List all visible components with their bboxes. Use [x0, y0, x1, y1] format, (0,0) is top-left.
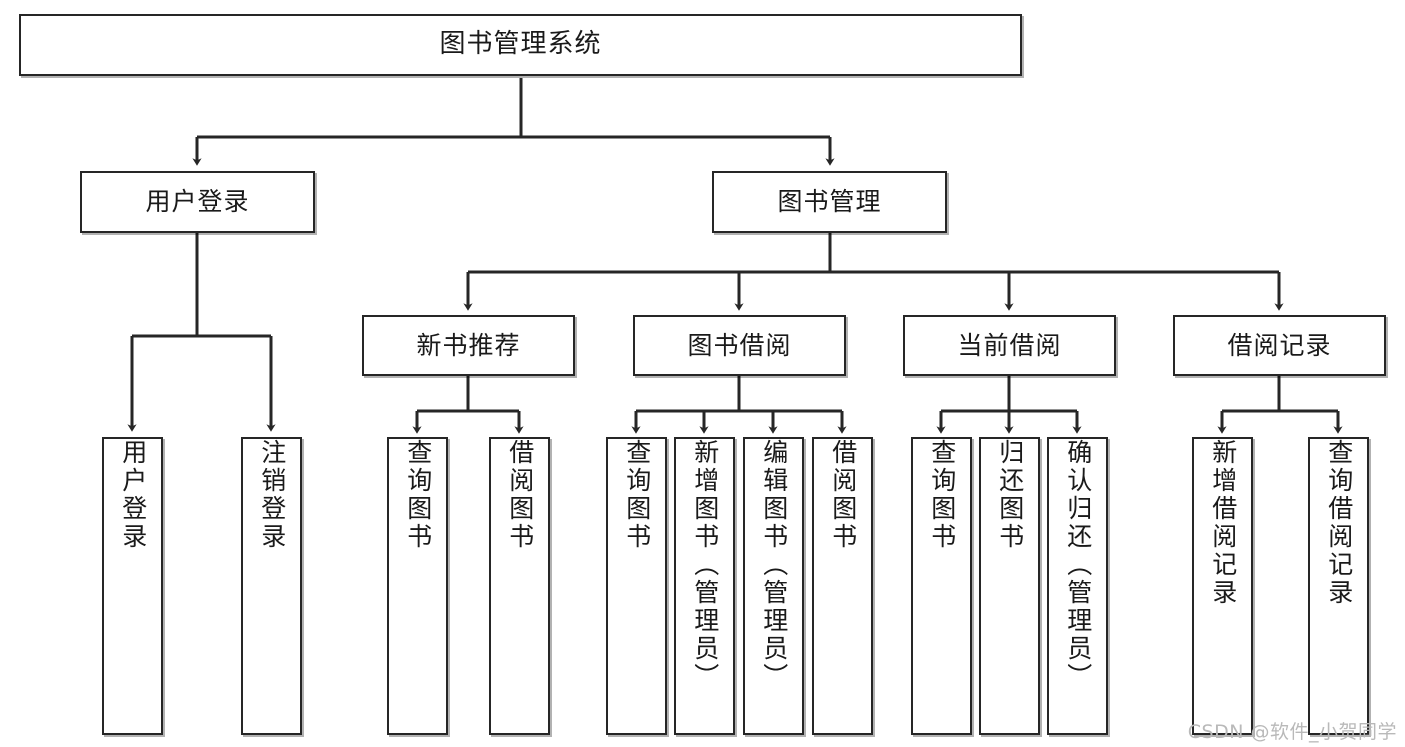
node-label: 查询图书	[927, 439, 957, 551]
node-current-borrow[interactable]: 当前借阅	[903, 315, 1116, 376]
node-label: 用户登录	[118, 439, 148, 551]
node-label: 借阅记录	[1227, 330, 1332, 360]
node-label: 新增借阅记录	[1208, 439, 1238, 607]
node-label: 查询借阅记录	[1324, 439, 1354, 607]
node-label: 当前借阅	[957, 330, 1062, 360]
node-borrow-record[interactable]: 借阅记录	[1173, 315, 1386, 376]
node-label: 借阅图书	[505, 439, 535, 551]
leaf-query-book-borrow[interactable]: 查询图书	[606, 437, 667, 735]
leaf-query-borrow-record[interactable]: 查询借阅记录	[1308, 437, 1369, 735]
node-label: 归还图书	[995, 439, 1025, 551]
node-book-management[interactable]: 图书管理	[712, 171, 947, 233]
node-new-book-recommend[interactable]: 新书推荐	[362, 315, 575, 376]
leaf-borrow-book-recommend[interactable]: 借阅图书	[489, 437, 550, 735]
node-label: 新书推荐	[416, 330, 521, 360]
node-label: 用户登录	[145, 187, 250, 216]
leaf-return-book[interactable]: 归还图书	[979, 437, 1040, 735]
csdn-watermark: CSDN @软件_小贺同学	[1187, 721, 1397, 743]
node-book-borrow[interactable]: 图书借阅	[633, 315, 846, 376]
node-label: 图书借阅	[687, 330, 792, 360]
leaf-query-book-recommend[interactable]: 查询图书	[387, 437, 448, 735]
leaf-add-book-admin[interactable]: 新增图书（管理员）	[674, 437, 735, 735]
node-label: 借阅图书	[828, 439, 858, 551]
node-label: 新增图书（管理员）	[690, 439, 720, 691]
node-root-system[interactable]: 图书管理系统	[19, 14, 1022, 76]
node-label: 注销登录	[257, 439, 287, 551]
leaf-borrow-book[interactable]: 借阅图书	[812, 437, 873, 735]
leaf-confirm-return-admin[interactable]: 确认归还（管理员）	[1047, 437, 1108, 735]
node-label: 查询图书	[403, 439, 433, 551]
leaf-add-borrow-record[interactable]: 新增借阅记录	[1192, 437, 1253, 735]
leaf-edit-book-admin[interactable]: 编辑图书（管理员）	[743, 437, 804, 735]
node-label: 确认归还（管理员）	[1063, 439, 1093, 691]
leaf-user-login[interactable]: 用户登录	[102, 437, 163, 735]
node-label: 图书管理系统	[439, 29, 602, 60]
node-label: 编辑图书（管理员）	[759, 439, 789, 691]
node-user-login[interactable]: 用户登录	[80, 171, 315, 233]
node-label: 查询图书	[622, 439, 652, 551]
leaf-query-book-current[interactable]: 查询图书	[911, 437, 972, 735]
leaf-logout[interactable]: 注销登录	[241, 437, 302, 735]
node-label: 图书管理	[777, 187, 882, 216]
